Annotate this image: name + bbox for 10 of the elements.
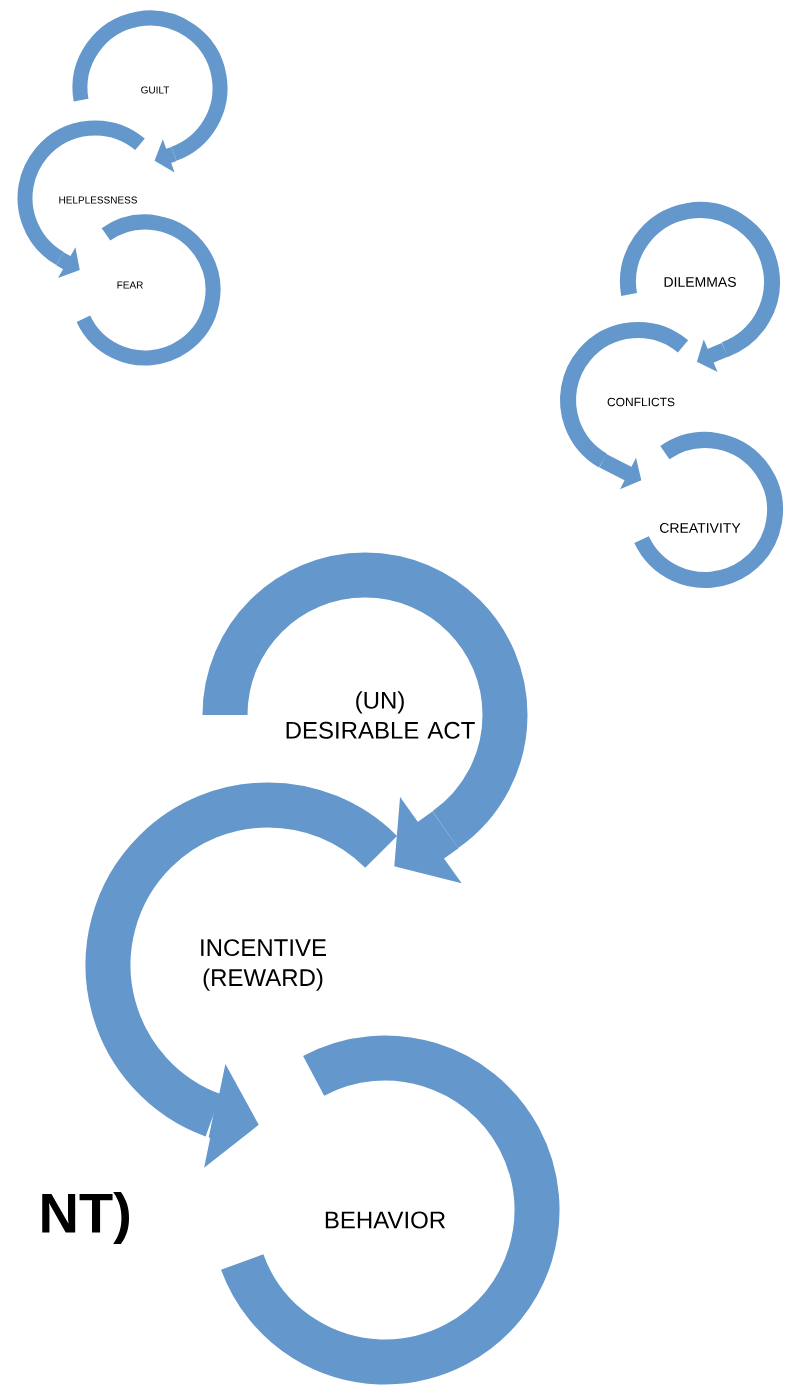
open-ring: INCENTIVE (REWARD)	[85, 782, 396, 1137]
open-ring: HELPLESSNESS	[17, 120, 145, 265]
title-fragment: NT)	[42, 1191, 129, 1245]
open-ring: CREATIVITY	[634, 432, 783, 588]
open-ring: GUILT	[72, 10, 228, 161]
open-ring: DILEMMAS	[620, 202, 780, 357]
open-ring: CONFLICTS	[560, 322, 688, 468]
open-ring: BEHAVIOR	[221, 1035, 560, 1385]
open-ring: FEAR	[76, 214, 221, 366]
open-ring: (UN) DESIRABLE ACT	[202, 552, 528, 848]
